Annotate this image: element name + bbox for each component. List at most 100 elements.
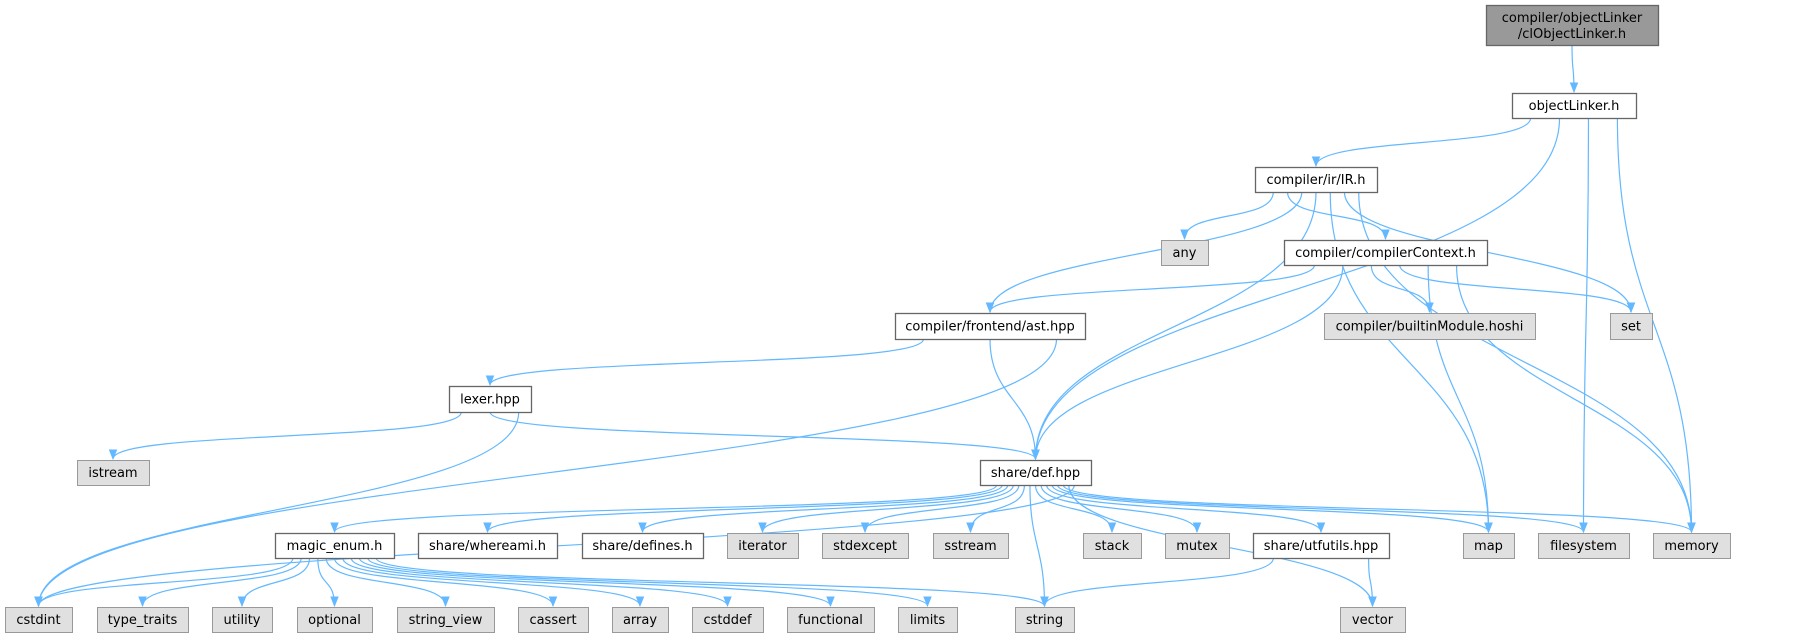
node-box xyxy=(898,607,958,633)
node-label: magic_enum.h xyxy=(287,539,383,554)
node-label: compiler/frontend/ast.hpp xyxy=(905,320,1074,335)
node-root[interactable]: compiler/objectLinker/clObjectLinker.h xyxy=(1485,4,1660,47)
node-set: set xyxy=(1610,313,1653,340)
node-label: compiler/ir/IR.h xyxy=(1266,173,1365,188)
node-box xyxy=(397,607,495,633)
node-label: stdexcept xyxy=(833,539,897,554)
node-box xyxy=(933,533,1009,559)
edge-ast-to-lexer xyxy=(485,338,925,387)
edge-magic_enum-to-string_view xyxy=(325,557,450,608)
node-box xyxy=(212,607,273,633)
edge-def-to-iterator xyxy=(758,484,1014,534)
node-utfutils[interactable]: share/utfutils.hpp xyxy=(1252,532,1391,560)
node-label: compiler/builtinModule.hoshi xyxy=(1336,320,1524,335)
edge-ir-to-compilerContext xyxy=(1286,191,1390,241)
node-label: optional xyxy=(308,613,361,628)
edge-magic_enum-to-utility xyxy=(237,557,311,608)
node-optional: optional xyxy=(297,607,373,633)
node-label: mutex xyxy=(1176,539,1218,554)
edge-def-to-mutex xyxy=(1040,484,1202,534)
node-ir[interactable]: compiler/ir/IR.h xyxy=(1254,166,1379,194)
node-label: cstddef xyxy=(703,613,752,628)
node-type_traits: type_traits xyxy=(97,607,189,633)
node-box xyxy=(297,607,373,633)
node-stack: stack xyxy=(1083,533,1142,559)
node-label: share/utfutils.hpp xyxy=(1264,539,1379,554)
node-box xyxy=(581,532,705,560)
node-label: map xyxy=(1474,539,1503,554)
node-string_view: string_view xyxy=(397,607,495,633)
node-limits: limits xyxy=(898,607,958,633)
node-box xyxy=(1254,166,1379,194)
node-vector: vector xyxy=(1340,607,1406,633)
node-box xyxy=(822,533,909,559)
node-string: string xyxy=(1015,607,1075,633)
node-box xyxy=(1283,239,1489,267)
node-any: any xyxy=(1161,240,1209,266)
node-box xyxy=(518,607,589,633)
edge-objectLinker-to-filesystem xyxy=(1579,117,1590,534)
edge-compilerContext-to-map xyxy=(1427,264,1493,534)
node-objectLinker[interactable]: objectLinker.h xyxy=(1511,92,1638,120)
node-label: iterator xyxy=(738,539,787,554)
node-istream: istream xyxy=(77,460,150,486)
edge-magic_enum-to-string xyxy=(375,557,1049,608)
edge-ast-to-def xyxy=(989,338,1040,461)
node-box xyxy=(692,607,764,633)
node-label: cassert xyxy=(529,613,576,628)
edge-def-to-whereami xyxy=(483,484,1003,534)
node-array: array xyxy=(612,607,669,633)
node-label: utility xyxy=(224,613,261,628)
node-defines[interactable]: share/defines.h xyxy=(581,532,705,560)
node-whereami[interactable]: share/whereami.h xyxy=(417,532,559,560)
node-lexer[interactable]: lexer.hpp xyxy=(448,385,533,414)
nodes-layer: compiler/objectLinker/clObjectLinker.h ob… xyxy=(5,4,1731,633)
node-box xyxy=(1015,607,1075,633)
node-box xyxy=(787,607,875,633)
node-compilerContext[interactable]: compiler/compilerContext.h xyxy=(1283,239,1489,267)
edge-ir-to-any xyxy=(1180,191,1274,241)
edge-compilerContext-to-memory xyxy=(1455,264,1696,534)
node-magic_enum[interactable]: magic_enum.h xyxy=(274,532,396,560)
edge-magic_enum-to-cassert xyxy=(333,557,558,608)
node-label: vector xyxy=(1352,613,1394,628)
node-sstream: sstream xyxy=(933,533,1009,559)
node-def[interactable]: share/def.hpp xyxy=(979,459,1093,487)
node-box xyxy=(1083,533,1142,559)
edge-objectLinker-to-memory xyxy=(1616,117,1696,534)
node-label: functional xyxy=(798,613,863,628)
node-box xyxy=(1463,533,1515,559)
edge-objectLinker-to-ir xyxy=(1311,117,1532,168)
node-box xyxy=(1538,533,1630,559)
node-box xyxy=(448,385,533,414)
node-cassert: cassert xyxy=(518,607,589,633)
node-stdexcept: stdexcept xyxy=(822,533,909,559)
node-label: set xyxy=(1621,320,1641,335)
edge-magic_enum-to-optional xyxy=(317,557,339,608)
node-label: share/whereami.h xyxy=(429,539,546,554)
edge-def-to-filesystem xyxy=(1057,484,1588,534)
node-cstdint: cstdint xyxy=(5,607,73,633)
node-functional: functional xyxy=(787,607,875,633)
node-label: sstream xyxy=(944,539,996,554)
node-label: string xyxy=(1026,613,1063,628)
edge-lexer-to-def xyxy=(489,411,1040,461)
node-ast[interactable]: compiler/frontend/ast.hpp xyxy=(894,312,1087,341)
node-box xyxy=(1511,92,1638,120)
node-label: cstdint xyxy=(16,613,60,628)
edge-def-to-stdexcept xyxy=(860,484,1020,534)
node-mutex: mutex xyxy=(1165,533,1230,559)
edge-utfutils-to-string xyxy=(1040,557,1274,608)
edge-def-to-map xyxy=(1051,484,1493,534)
edge-magic_enum-to-limits xyxy=(367,557,932,608)
node-box xyxy=(612,607,669,633)
node-box xyxy=(97,607,189,633)
node-label: /clObjectLinker.h xyxy=(1518,27,1626,42)
edge-root-to-objectLinker xyxy=(1569,44,1579,94)
node-label: lexer.hpp xyxy=(460,393,520,408)
node-box xyxy=(1252,532,1391,560)
node-label: type_traits xyxy=(108,613,178,628)
node-label: istream xyxy=(88,466,137,481)
node-box xyxy=(727,533,799,559)
